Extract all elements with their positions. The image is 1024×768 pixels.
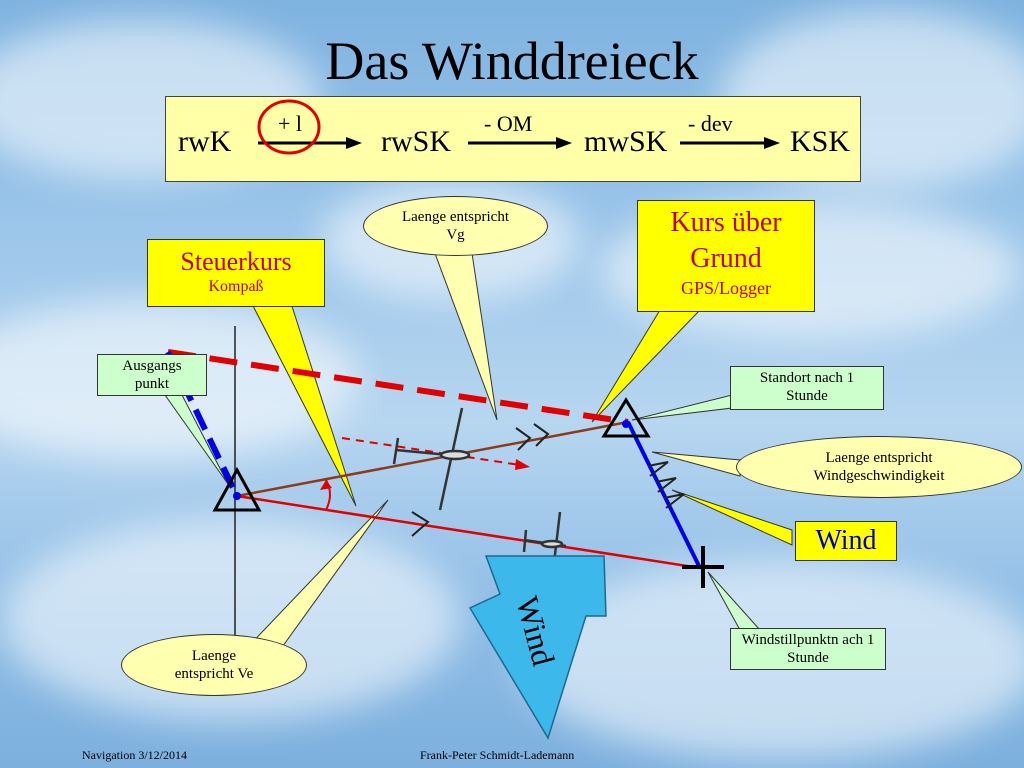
formula-op-l: + l xyxy=(278,111,303,136)
glider-icon xyxy=(392,407,471,511)
formula-arrow-head xyxy=(346,137,362,149)
formula-term-rwk: rwK xyxy=(178,125,232,158)
start-triangle-icon xyxy=(212,466,262,512)
formula-term-mwsk: mwSK xyxy=(584,125,668,158)
wind-chevron xyxy=(647,461,669,477)
pointer-kurs xyxy=(591,309,702,423)
formula-box: rwK rwSK mwSK KSK + l - OM - dev xyxy=(165,96,861,182)
angle-arc-head xyxy=(320,480,332,490)
red-dashed-line xyxy=(167,349,629,425)
formula-arrow-head xyxy=(556,137,572,149)
footer-left: Navigation 3/12/2014 xyxy=(82,748,187,762)
windstill-cross-icon xyxy=(682,546,724,588)
callout-laenge-vg: Laenge entspricht Vg xyxy=(363,196,548,256)
slide-title: Das Winddreieck xyxy=(325,31,699,91)
start-point-icon xyxy=(233,492,241,500)
position-triangle-icon xyxy=(601,397,651,438)
track-chevron xyxy=(533,423,550,447)
formula-op-dev: - dev xyxy=(688,111,733,136)
formula-arrows xyxy=(257,99,780,155)
callout-laenge-ve: Laenge entspricht Ve xyxy=(121,634,307,696)
heading-chevron xyxy=(411,511,430,537)
track-chevron xyxy=(515,427,532,451)
wind-chevron xyxy=(663,493,685,509)
formula-term-rwsk: rwSK xyxy=(381,125,452,158)
callout-kurs-title: Kurs über Grund xyxy=(670,207,782,274)
callout-kurs-sub: GPS/Logger xyxy=(681,278,771,298)
callout-steuerkurs-sub: Kompaß xyxy=(208,278,264,295)
formula-op-om: - OM xyxy=(484,111,533,136)
callout-standort: Standort nach 1 Stunde xyxy=(730,366,884,410)
footer-center: Frank-Peter Schmidt-Lademann xyxy=(420,748,575,762)
position-point-icon xyxy=(622,420,630,428)
callout-wind: Wind xyxy=(795,521,897,561)
blue-wind-line xyxy=(626,421,702,569)
pointer-standort xyxy=(631,394,733,421)
wind-chevron xyxy=(655,477,677,493)
formula-term-ksk: KSK xyxy=(790,125,851,158)
brown-track-line xyxy=(236,420,629,498)
pointer-wind xyxy=(671,489,793,546)
callout-steuerkurs-title: Steuerkurs xyxy=(180,247,292,276)
pointer-windstill xyxy=(707,571,762,631)
highlight-circle xyxy=(257,99,321,155)
callout-steuerkurs: Steuerkurs Kompaß xyxy=(147,239,325,307)
callout-windstillpunkt: Windstillpunktn ach 1 Stunde xyxy=(730,628,886,670)
wind-arrow-icon xyxy=(468,555,607,740)
callout-laenge-wind: Laenge entspricht Windgeschwindigkeit xyxy=(736,436,1022,498)
callout-ausgangspunkt: Ausgangs punkt xyxy=(97,354,207,396)
pointer-steuerkurs xyxy=(249,299,357,507)
formula-arrow-head xyxy=(764,137,780,149)
pointer-ve xyxy=(243,499,389,651)
red-heading-line xyxy=(236,494,701,570)
callout-kurs-ueber-grund: Kurs über Grund GPS/Logger xyxy=(637,200,815,312)
thin-red-dashed-line xyxy=(341,437,521,466)
blue-dashed-line xyxy=(165,350,240,498)
thin-red-arrow-head xyxy=(515,459,530,470)
pointer-ausgangspunkt xyxy=(164,394,229,485)
